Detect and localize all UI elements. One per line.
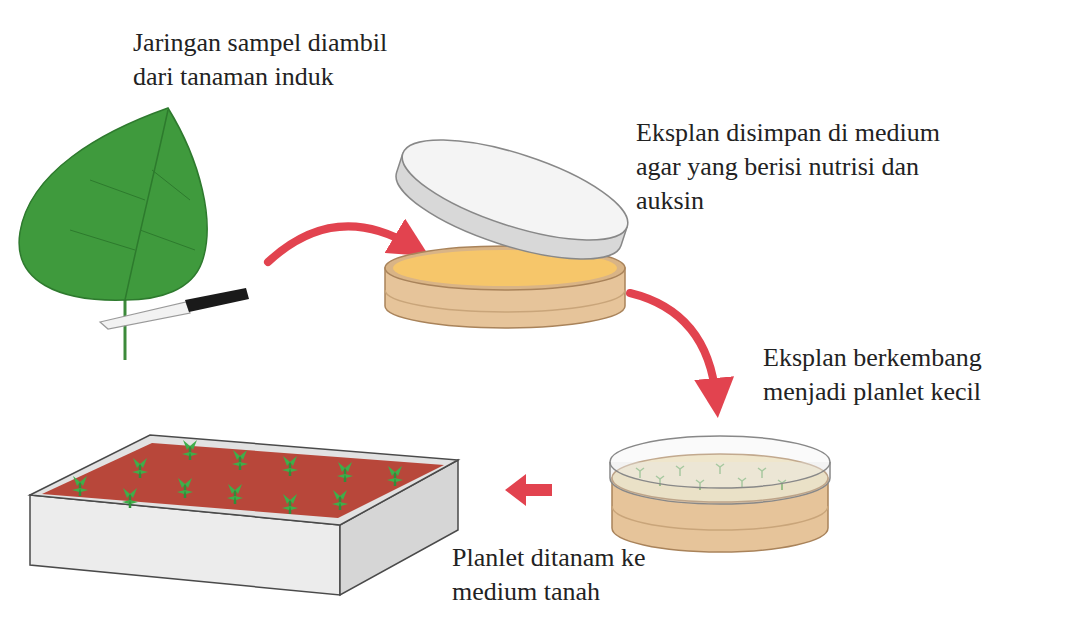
process-arrow bbox=[268, 226, 412, 262]
knife-blade bbox=[100, 302, 190, 329]
planlet bbox=[122, 488, 138, 508]
step-caption: Planlet ditanam ke medium tanah bbox=[452, 541, 702, 609]
caption-text: Jaringan sampel diambil dari tanaman ind… bbox=[133, 28, 387, 91]
planlet bbox=[282, 456, 298, 476]
dish-rim-line bbox=[385, 290, 625, 312]
leaf-veins bbox=[70, 170, 195, 250]
planted-planlets bbox=[72, 440, 403, 514]
planlet bbox=[282, 494, 298, 514]
lid-top bbox=[392, 119, 639, 260]
soil-tray bbox=[30, 435, 458, 595]
planlet bbox=[72, 476, 88, 496]
step-caption: Eksplan berkembang menjadi planlet kecil bbox=[763, 341, 1053, 409]
planlet bbox=[332, 490, 348, 510]
petri-dish-planlet bbox=[610, 436, 830, 552]
knife bbox=[100, 288, 249, 329]
soil bbox=[42, 443, 444, 518]
dish-lid-top bbox=[610, 436, 830, 488]
leaf-blade bbox=[19, 108, 207, 300]
step-caption: Eksplan disimpan di medium agar yang ber… bbox=[636, 116, 966, 217]
tray-rim bbox=[30, 435, 458, 525]
caption-text: Eksplan berkembang menjadi planlet kecil bbox=[763, 343, 982, 406]
planlet bbox=[177, 478, 193, 498]
leaf-stem bbox=[124, 300, 127, 360]
planlet bbox=[132, 458, 148, 478]
leaf-midrib bbox=[125, 110, 168, 300]
dish-rim-line bbox=[612, 506, 828, 530]
planlet bbox=[182, 440, 198, 460]
planlet bbox=[232, 450, 248, 470]
caption-text: Planlet ditanam ke medium tanah bbox=[452, 543, 646, 606]
petri-dish-lid bbox=[385, 119, 638, 279]
step-caption: Jaringan sampel diambil dari tanaman ind… bbox=[133, 26, 433, 94]
caption-text: Eksplan disimpan di medium agar yang ber… bbox=[636, 118, 940, 215]
leaf bbox=[19, 108, 207, 360]
planlet bbox=[227, 484, 243, 504]
planlet bbox=[337, 462, 353, 482]
process-arrow bbox=[505, 474, 552, 506]
knife-handle bbox=[185, 288, 249, 312]
process-arrow bbox=[630, 293, 716, 398]
planlet bbox=[387, 466, 403, 486]
